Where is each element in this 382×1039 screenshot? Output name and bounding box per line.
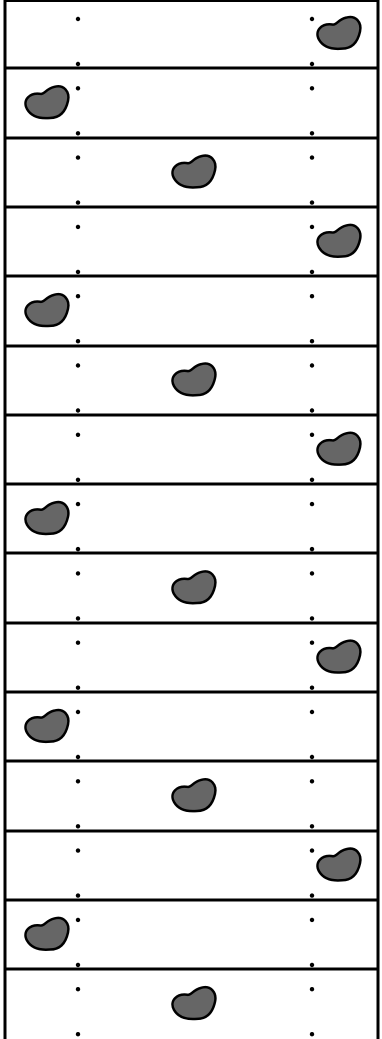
- lane-marker-dot: [310, 225, 314, 229]
- lane-marker-dot: [310, 963, 314, 967]
- lane-marker-dot: [76, 686, 80, 690]
- lane-marker-dot: [76, 848, 80, 852]
- lane-marker-dot: [76, 200, 80, 204]
- lane-marker-dot: [76, 17, 80, 21]
- lane-marker-dot: [310, 86, 314, 90]
- lane-marker-dot: [310, 502, 314, 506]
- lane-marker-dot: [310, 294, 314, 298]
- lane-marker-dot: [76, 86, 80, 90]
- lane-marker-dot: [310, 848, 314, 852]
- lane-marker-dot: [76, 433, 80, 437]
- lane-marker-dot: [310, 824, 314, 828]
- lane-marker-dot: [310, 686, 314, 690]
- lane-marker-dot: [76, 339, 80, 343]
- lane-marker-dot: [76, 155, 80, 159]
- lane-marker-dot: [76, 641, 80, 645]
- lane-marker-dot: [310, 17, 314, 21]
- lane-marker-dot: [76, 824, 80, 828]
- lane-marker-dot: [310, 155, 314, 159]
- lane-marker-dot: [310, 363, 314, 367]
- lane-marker-dot: [76, 408, 80, 412]
- lane-marker-dot: [76, 270, 80, 274]
- lane-marker-dot: [310, 710, 314, 714]
- lane-marker-dot: [310, 478, 314, 482]
- lane-marker-dot: [76, 225, 80, 229]
- lane-marker-dot: [76, 502, 80, 506]
- lane-marker-dot: [76, 478, 80, 482]
- lane-marker-dot: [310, 433, 314, 437]
- lane-marker-dot: [310, 779, 314, 783]
- lane-marker-dot: [76, 779, 80, 783]
- lane-marker-dot: [310, 641, 314, 645]
- lane-marker-dot: [76, 294, 80, 298]
- lane-marker-dot: [310, 616, 314, 620]
- lane-marker-dot: [76, 131, 80, 135]
- lane-marker-dot: [76, 547, 80, 551]
- lane-marker-dot: [310, 270, 314, 274]
- lane-marker-dot: [310, 339, 314, 343]
- lane-marker-dot: [76, 755, 80, 759]
- lane-marker-dot: [310, 893, 314, 897]
- lane-marker-dot: [76, 963, 80, 967]
- lane-marker-dot: [310, 755, 314, 759]
- lane-marker-dot: [76, 893, 80, 897]
- lane-marker-dot: [310, 547, 314, 551]
- lane-marker-dot: [76, 616, 80, 620]
- lane-marker-dot: [310, 62, 314, 66]
- lane-marker-dot: [310, 200, 314, 204]
- lane-marker-dot: [76, 363, 80, 367]
- lane-marker-dot: [76, 62, 80, 66]
- lane-marker-dot: [310, 571, 314, 575]
- lane-marker-dot: [76, 987, 80, 991]
- lane-marker-dot: [76, 710, 80, 714]
- lane-marker-dot: [76, 1032, 80, 1036]
- lane-marker-dot: [310, 918, 314, 922]
- lane-marker-dot: [76, 571, 80, 575]
- lane-marker-dot: [310, 131, 314, 135]
- lane-marker-dot: [310, 987, 314, 991]
- lane-marker-dot: [310, 408, 314, 412]
- lane-marker-dot: [76, 918, 80, 922]
- lane-marker-dot: [310, 1032, 314, 1036]
